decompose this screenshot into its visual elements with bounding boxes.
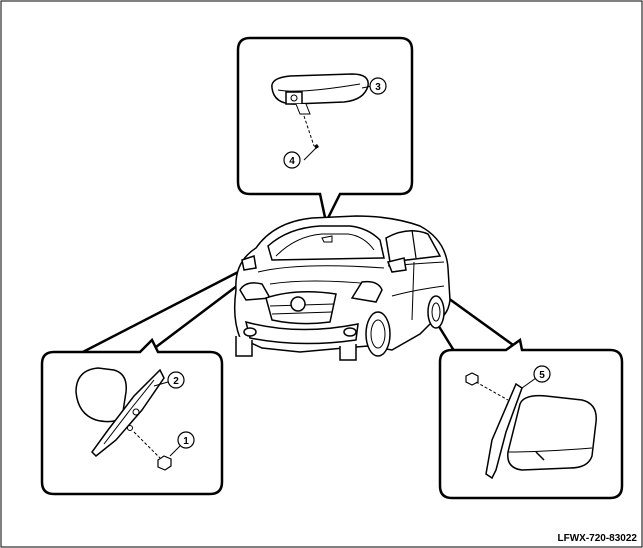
mirror-nut xyxy=(157,455,172,471)
callout-4: 4 xyxy=(289,156,295,167)
right-door-mirror-detail: 5 xyxy=(438,337,624,500)
car-right-mirror xyxy=(386,257,407,273)
car-left-mirror xyxy=(241,255,257,271)
rear-wheel xyxy=(427,295,445,329)
callout-5: 5 xyxy=(539,370,545,381)
mirror-base-plate-right xyxy=(485,382,523,480)
figure-code: LFWX-720-83022 xyxy=(557,533,637,544)
front-wheel xyxy=(365,311,391,357)
callout-1: 1 xyxy=(183,436,189,447)
mirror-mount xyxy=(285,91,303,105)
car-emblem xyxy=(290,296,306,312)
mirror-stud-right xyxy=(465,372,479,386)
callout-3: 3 xyxy=(375,82,381,93)
callout-2: 2 xyxy=(173,376,179,387)
rearview-mirror-detail: 3 4 xyxy=(236,36,414,226)
car-illustration xyxy=(233,215,451,361)
left-door-mirror-detail: 2 1 xyxy=(40,337,224,496)
